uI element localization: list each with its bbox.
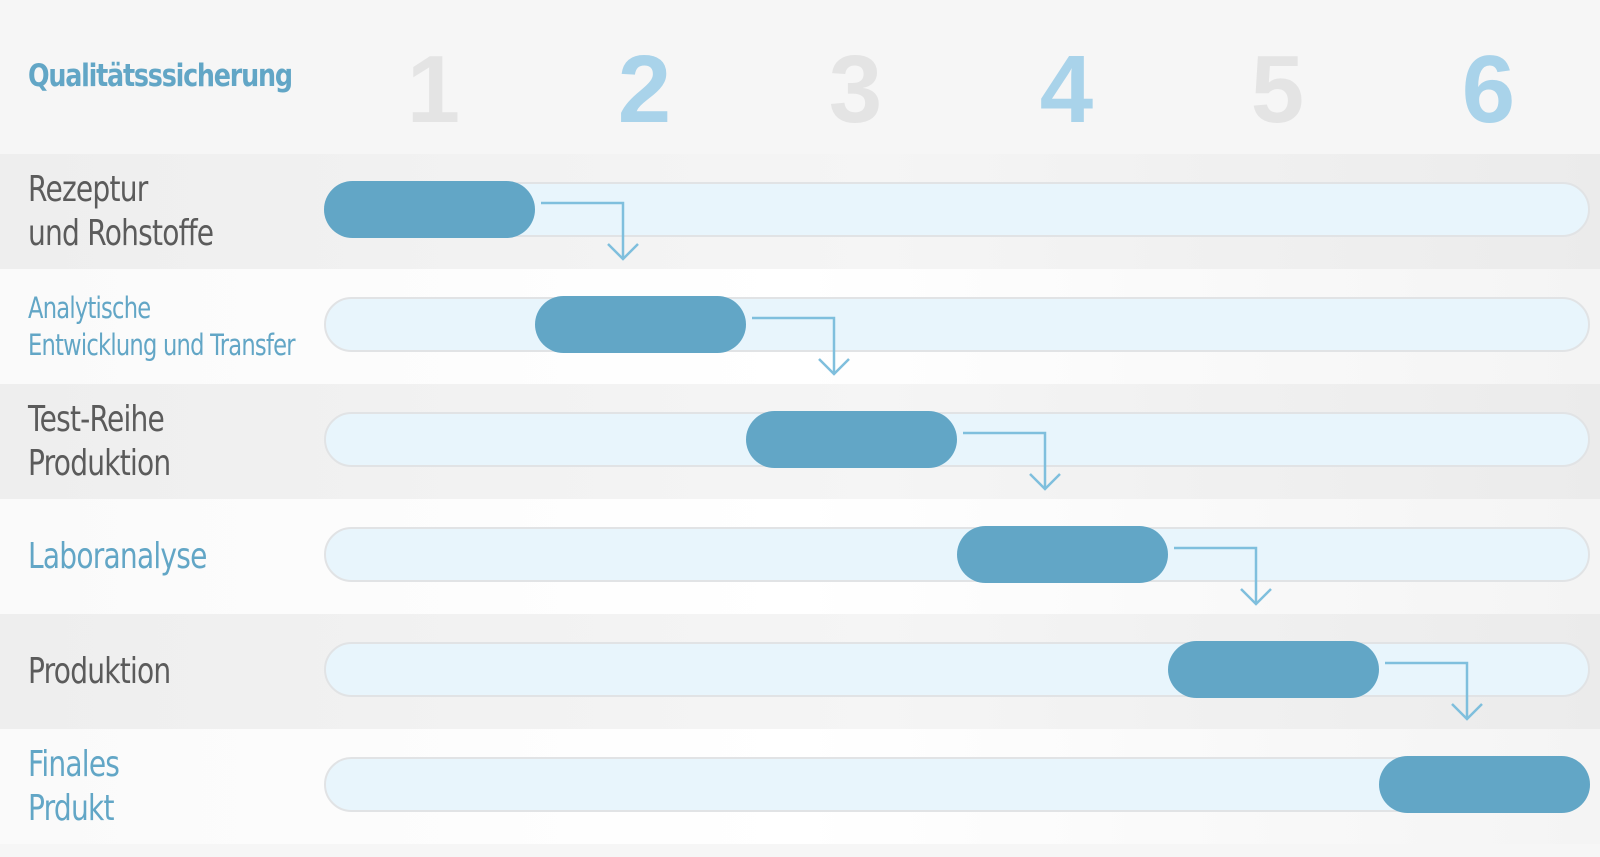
row-label-line: und Rohstoffe bbox=[28, 212, 214, 254]
column-number-1: 1 bbox=[406, 36, 461, 143]
header: Qualitätsssicherung bbox=[0, 0, 1600, 154]
step-bar bbox=[1168, 641, 1379, 698]
row-label-line: Laboranalyse bbox=[28, 535, 207, 577]
column-number-4: 4 bbox=[1039, 36, 1094, 143]
timeline-track bbox=[324, 757, 1590, 812]
column-number-2: 2 bbox=[617, 36, 672, 143]
row-label-line: Produktion bbox=[28, 650, 171, 692]
column-number-6: 6 bbox=[1461, 36, 1516, 143]
diagram-title: Qualitätsssicherung bbox=[28, 58, 293, 94]
timeline-track bbox=[324, 297, 1590, 352]
row-label-line: Prdukt bbox=[28, 787, 114, 829]
row-label: Produktion bbox=[28, 650, 171, 694]
row-label-line: Entwicklung und Transfer bbox=[28, 327, 296, 362]
timeline-track bbox=[324, 642, 1590, 697]
row-label-line: Finales bbox=[28, 743, 120, 785]
timeline-track bbox=[324, 412, 1590, 467]
step-bar bbox=[535, 296, 746, 353]
step-bar bbox=[746, 411, 957, 468]
step-bar bbox=[1379, 756, 1590, 813]
column-number-3: 3 bbox=[828, 36, 883, 143]
timeline-track bbox=[324, 182, 1590, 237]
row-label-line: Analytische bbox=[28, 290, 151, 325]
process-row: Produktion bbox=[0, 614, 1600, 729]
row-label-line: Rezeptur bbox=[28, 168, 148, 210]
process-row: Laboranalyse bbox=[0, 499, 1600, 614]
row-label-line: Test-Reihe bbox=[28, 398, 165, 440]
step-bar bbox=[957, 526, 1168, 583]
row-label: Laboranalyse bbox=[28, 535, 207, 579]
step-bar bbox=[324, 181, 535, 238]
column-number-5: 5 bbox=[1250, 36, 1305, 143]
row-label-line: Produktion bbox=[28, 442, 171, 484]
